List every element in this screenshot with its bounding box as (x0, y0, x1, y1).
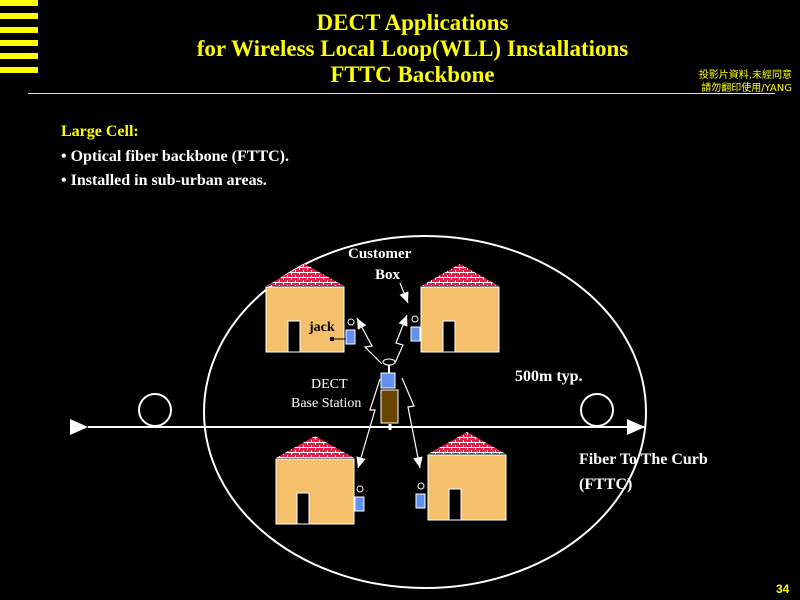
house-bottom-right (427, 432, 507, 521)
base-station (380, 358, 399, 430)
jack-icon (330, 337, 334, 341)
title-line2: for Wireless Local Loop(WLL) Installatio… (196, 36, 629, 61)
stripe (0, 0, 38, 6)
copyright-line1: 投影片資料,未經同意 (698, 70, 792, 81)
jack-label: jack (309, 320, 335, 335)
customer-box-label2: Box (375, 267, 401, 283)
stripe (0, 27, 38, 33)
base-station-label2: Base Station (291, 396, 362, 411)
content-heading: Large Cell: (61, 123, 139, 140)
range-label: 500m typ. (515, 368, 583, 385)
stripe (0, 40, 38, 46)
base-station-label1: DECT (311, 377, 348, 392)
radio-links (356, 282, 423, 469)
stripe (0, 67, 38, 73)
stripe (0, 53, 38, 59)
fiber-loop (580, 393, 614, 427)
page-number: 34 (776, 582, 790, 596)
title-line3: FTTC Backbone (330, 62, 495, 87)
bullet: • Optical fiber backbone (FTTC). (61, 148, 289, 165)
stripe (0, 13, 38, 19)
house-top-left (265, 264, 345, 353)
title-line1: DECT Applications (316, 10, 509, 35)
title-rule (28, 93, 775, 94)
customer-boxes (345, 315, 426, 512)
fiber-loop (138, 393, 172, 427)
customer-box-label: Customer (348, 246, 412, 262)
bullet: • Installed in sub-urban areas. (61, 172, 267, 189)
fttc-label1: Fiber To The Curb (579, 451, 708, 468)
fttc-label2: (FTTC) (579, 476, 633, 493)
cell-boundary (203, 235, 647, 589)
house-top-right (420, 264, 500, 353)
house-bottom-left (275, 436, 355, 525)
copyright-line2: 請勿翻印使用/YANG (701, 83, 792, 94)
